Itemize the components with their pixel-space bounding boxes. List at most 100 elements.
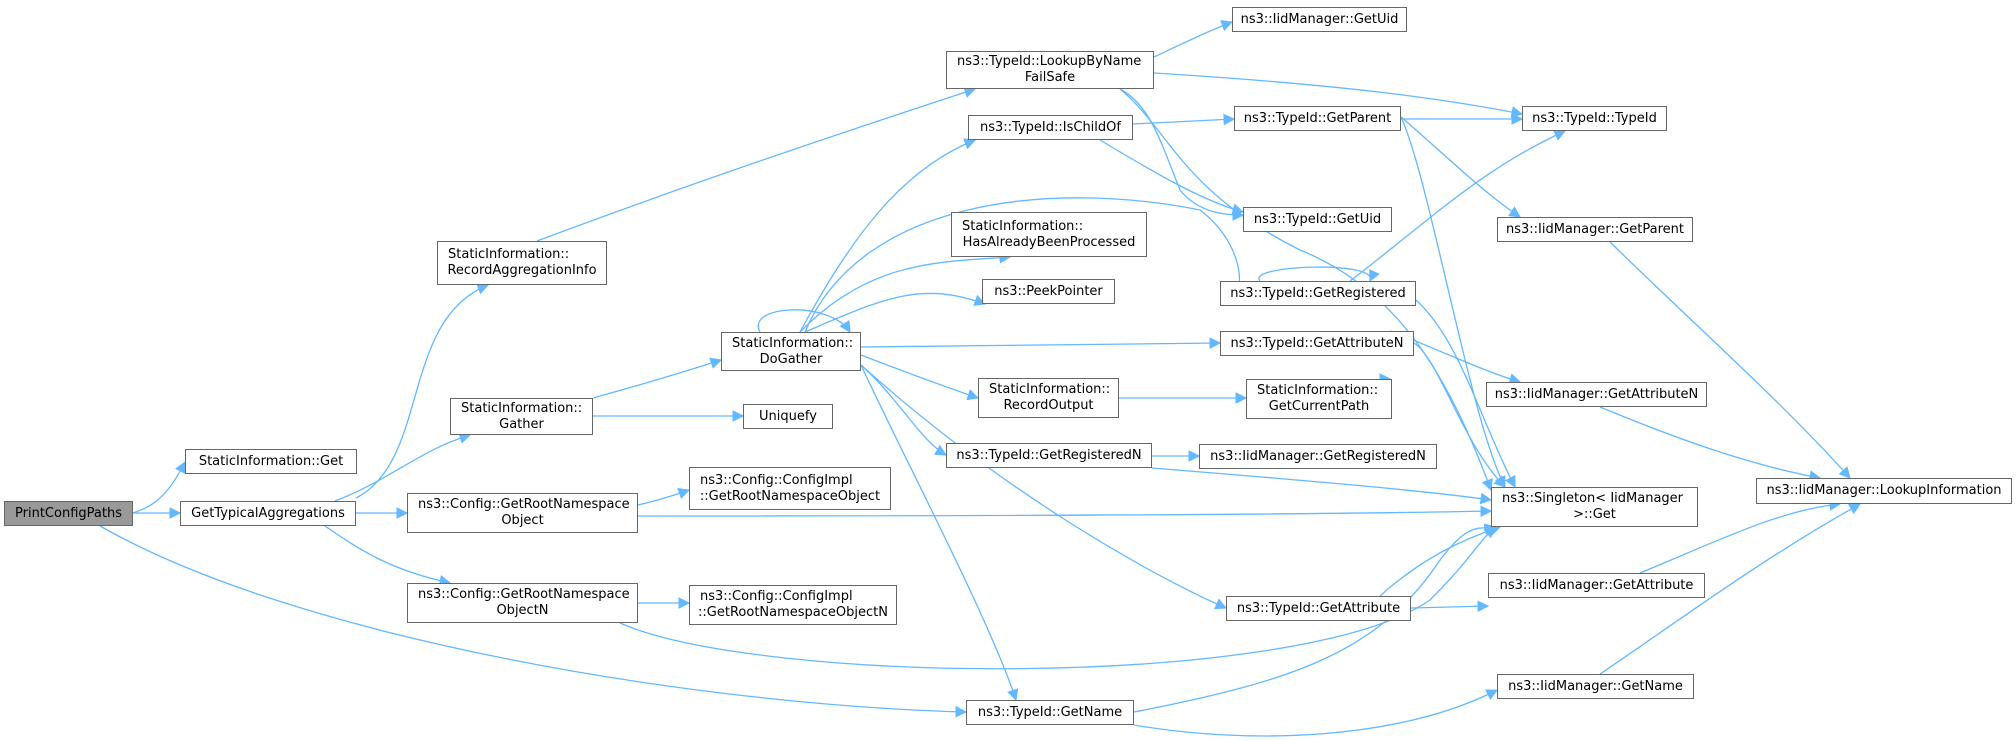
node-label-line: ns3::PeekPointer xyxy=(994,283,1103,299)
node-iidmanager-get-parent[interactable]: ns3::IidManager::GetParent xyxy=(1497,217,1693,242)
node-iidmanager-get-uid[interactable]: ns3::IidManager::GetUid xyxy=(1232,7,1407,32)
node-label-line: ns3::TypeId::IsChildOf xyxy=(980,119,1121,135)
node-label-line: ::GetRootNamespaceObjectN xyxy=(698,605,888,620)
node-iidmanager-get-registered-n[interactable]: ns3::IidManager::GetRegisteredN xyxy=(1199,444,1437,469)
node-label-line: FailSafe xyxy=(1024,70,1076,85)
call-edge xyxy=(799,138,977,333)
node-label-line: GetCurrentPath xyxy=(1268,399,1370,414)
call-edge xyxy=(860,354,980,401)
node-has-already-been-processed[interactable]: StaticInformation::HasAlreadyBeenProcess… xyxy=(951,212,1147,257)
node-label-line: Uniquefy xyxy=(759,408,817,424)
node-label-line: HasAlreadyBeenProcessed xyxy=(962,234,1136,250)
node-label-line: DoGather xyxy=(759,351,823,367)
call-edge xyxy=(860,364,1228,610)
node-uniquefy[interactable]: Uniquefy xyxy=(743,404,833,429)
node-label-line: ns3::TypeId::GetRegisteredN xyxy=(956,447,1142,463)
node-iidmanager-get-attribute-n[interactable]: ns3::IidManager::GetAttributeN xyxy=(1486,382,1707,407)
node-label-line: StaticInformation:: xyxy=(989,382,1111,397)
node-label-line: ns3::IidManager::GetParent xyxy=(1505,221,1685,237)
node-label-line: StaticInformation:: xyxy=(461,400,583,416)
node-peek-pointer[interactable]: ns3::PeekPointer xyxy=(982,279,1115,304)
node-do-gather[interactable]: StaticInformation::DoGather xyxy=(721,332,861,371)
call-edge xyxy=(799,251,1012,333)
node-label-line: ns3::TypeId::TypeId xyxy=(1532,110,1657,126)
call-edge xyxy=(1599,503,1862,675)
call-edge xyxy=(804,197,1247,333)
node-typeid-get-uid[interactable]: ns3::TypeId::GetUid xyxy=(1243,207,1392,232)
node-label-line: ns3::TypeId::LookupByName xyxy=(957,54,1142,69)
node-static-info-get[interactable]: StaticInformation::Get xyxy=(185,449,357,474)
node-typeid-is-child-of[interactable]: ns3::TypeId::IsChildOf xyxy=(968,115,1133,140)
call-edge xyxy=(1151,467,1493,505)
node-label-line: PrintConfigPaths xyxy=(15,505,122,521)
call-edge xyxy=(1153,20,1234,58)
call-edge xyxy=(619,526,1496,670)
node-iidmanager-get-name[interactable]: ns3::IidManager::GetName xyxy=(1497,674,1694,699)
node-label-line: StaticInformation::Get xyxy=(198,453,344,469)
node-label-line: ns3::TypeId::GetAttributeN xyxy=(1230,335,1404,351)
call-edge xyxy=(1349,130,1567,282)
node-typeid-typeid[interactable]: ns3::TypeId::TypeId xyxy=(1522,106,1667,131)
call-edge xyxy=(132,460,186,514)
call-edge xyxy=(334,432,472,502)
call-edge xyxy=(1132,113,1236,126)
node-label-line: Object xyxy=(501,513,544,528)
call-edge xyxy=(860,364,948,456)
node-label-line: ns3::Config::ConfigImpl xyxy=(700,589,853,604)
call-edge xyxy=(860,364,1019,702)
node-get-typical-aggregations[interactable]: GetTypicalAggregations xyxy=(180,501,356,526)
call-edge xyxy=(637,488,691,506)
node-record-output[interactable]: StaticInformation::RecordOutput xyxy=(978,378,1119,418)
node-typeid-get-name[interactable]: ns3::TypeId::GetName xyxy=(966,700,1134,725)
node-typeid-get-parent[interactable]: ns3::TypeId::GetParent xyxy=(1234,106,1401,131)
node-label-line: ns3::IidManager::GetAttribute xyxy=(1499,577,1694,593)
node-label-line: >::Get xyxy=(1573,507,1616,522)
node-label-line: ns3::IidManager::LookupInformation xyxy=(1766,483,2002,498)
node-typeid-get-attribute[interactable]: ns3::TypeId::GetAttribute xyxy=(1226,596,1411,621)
node-label-line: StaticInformation:: xyxy=(448,247,570,262)
node-label-line: ns3::TypeId::GetRegistered xyxy=(1230,285,1406,301)
node-label-line: ns3::TypeId::GetUid xyxy=(1253,211,1382,227)
call-edge xyxy=(804,292,987,333)
node-config-impl-get-root-ns-object-n[interactable]: ns3::Config::ConfigImpl::GetRootNamespac… xyxy=(689,585,897,625)
call-edge xyxy=(757,309,851,333)
call-edge xyxy=(1410,600,1490,613)
node-iidmanager-lookup-information[interactable]: ns3::IidManager::LookupInformation xyxy=(1756,478,2012,504)
node-get-current-path[interactable]: StaticInformation::GetCurrentPath xyxy=(1246,379,1392,419)
node-static-info-gather[interactable]: StaticInformation::Gather xyxy=(450,398,593,435)
node-label-line: GetTypicalAggregations xyxy=(191,505,345,521)
node-typeid-get-registered[interactable]: ns3::TypeId::GetRegistered xyxy=(1220,281,1416,306)
node-label-line: Gather xyxy=(499,416,544,432)
call-edge xyxy=(1153,72,1524,118)
node-print-config-paths: PrintConfigPaths xyxy=(4,501,133,526)
node-label-line: ObjectN xyxy=(496,603,549,618)
node-label-line: ns3::IidManager::GetRegisteredN xyxy=(1210,448,1426,464)
node-label-line: ::GetRootNamespaceObject xyxy=(699,488,881,504)
node-record-aggregation-info[interactable]: StaticInformation::RecordAggregationInfo xyxy=(437,241,607,285)
call-edge xyxy=(637,505,1493,518)
call-edge xyxy=(1133,689,1499,737)
call-edge xyxy=(860,337,1222,349)
node-label-line: ns3::TypeId::GetAttribute xyxy=(1236,600,1401,616)
call-edge xyxy=(1400,116,1521,218)
node-label-line: StaticInformation:: xyxy=(1257,383,1379,398)
node-singleton-get[interactable]: ns3::Singleton< IidManager>::Get xyxy=(1491,487,1698,527)
node-label-line: ns3::TypeId::GetName xyxy=(977,704,1123,720)
node-typeid-get-attribute-n[interactable]: ns3::TypeId::GetAttributeN xyxy=(1220,331,1414,356)
call-edge xyxy=(1099,139,1245,215)
node-label-line: ns3::Singleton< IidManager xyxy=(1502,491,1684,506)
call-edge xyxy=(1258,266,1380,283)
node-label-line: StaticInformation:: xyxy=(732,335,854,351)
node-iidmanager-get-attribute[interactable]: ns3::IidManager::GetAttribute xyxy=(1488,573,1705,598)
node-config-impl-get-root-ns-object[interactable]: ns3::Config::ConfigImpl::GetRootNamespac… xyxy=(689,467,891,510)
call-edge xyxy=(1415,299,1516,489)
node-typeid-get-registered-n[interactable]: ns3::TypeId::GetRegisteredN xyxy=(946,443,1152,468)
call-edge xyxy=(99,525,968,718)
call-edge xyxy=(1639,499,1842,574)
node-label-line: ns3::Config::GetRootNamespace xyxy=(418,497,630,512)
call-edge xyxy=(355,283,490,499)
